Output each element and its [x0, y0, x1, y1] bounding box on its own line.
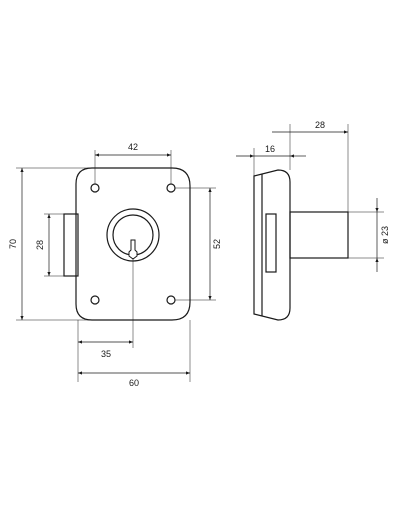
dim-label-28-side: 28 — [315, 120, 325, 130]
side-case-outline — [253, 169, 291, 321]
dim-label-diameter-23: ø 23 — [380, 226, 390, 244]
screw-hole-top-left — [90, 183, 100, 193]
dim-cylinder-projection: 28 — [272, 120, 349, 212]
front-view — [63, 167, 191, 321]
dim-bolt-height: 28 — [35, 213, 64, 277]
bolt-outline — [63, 213, 79, 277]
dim-overall-height: 70 — [8, 167, 92, 321]
lock-case-outline — [75, 167, 191, 321]
dim-label-42: 42 — [128, 142, 138, 152]
dim-label-60: 60 — [129, 378, 139, 388]
dim-overall-width: 60 — [78, 320, 191, 388]
dim-hole-spacing-horizontal: 42 — [94, 142, 172, 184]
side-cylinder-outline — [289, 211, 349, 259]
side-view — [253, 169, 349, 321]
side-bolt-slot — [265, 213, 277, 273]
dim-cylinder-diameter: ø 23 — [348, 198, 390, 272]
dim-case-depth: 16 — [236, 144, 306, 176]
dim-label-52: 52 — [212, 239, 222, 249]
dim-label-70: 70 — [8, 239, 18, 249]
keyway-icon — [128, 239, 138, 260]
screw-hole-bottom-right — [166, 295, 176, 305]
dim-label-28-bolt: 28 — [35, 240, 45, 250]
dim-label-35: 35 — [101, 349, 111, 359]
screw-hole-bottom-left — [90, 295, 100, 305]
dim-hole-spacing-vertical: 52 — [175, 187, 222, 301]
dim-label-16: 16 — [265, 144, 275, 154]
screw-hole-top-right — [166, 183, 176, 193]
